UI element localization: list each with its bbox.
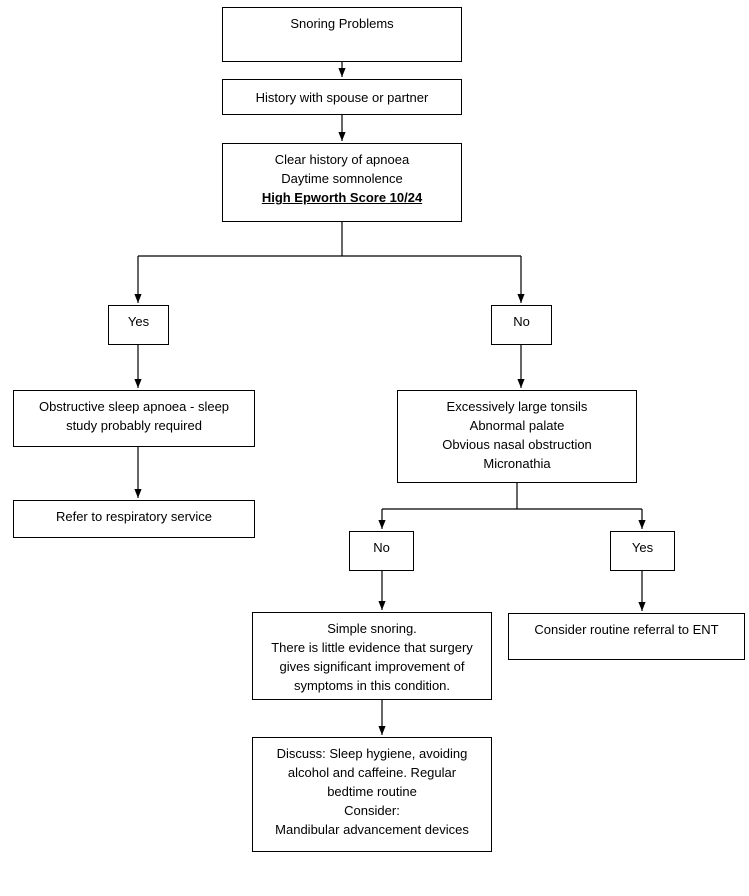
node-label: Simple snoring.There is little evidence … [271, 621, 473, 693]
connector-split-to-yes-2-arrowhead [638, 520, 646, 529]
node-decision-no-apnoea: No [491, 305, 552, 345]
node-label: Consider routine referral to ENT [534, 622, 719, 637]
connector-yes1-to-osa-arrowhead [134, 379, 142, 388]
node-simple-snoring: Simple snoring.There is little evidence … [252, 612, 492, 700]
node-label: Yes [127, 314, 150, 329]
node-decision-no-findings: No [349, 531, 414, 571]
node-snoring-problems: Snoring Problems [222, 7, 462, 62]
connector-split-to-no-2-arrowhead [378, 520, 386, 529]
node-label: Yes [631, 540, 654, 555]
node-label: History with spouse or partner [255, 89, 429, 105]
connector-osa-to-refer-arrowhead [134, 489, 142, 498]
node-decision-yes-apnoea: Yes [108, 305, 169, 345]
connector-no2-to-simple-snoring-arrowhead [378, 601, 386, 610]
connector-simple-snoring-to-discuss-arrowhead [378, 726, 386, 735]
node-label: No [513, 314, 530, 329]
node-history-with-spouse: History with spouse or partner [222, 79, 462, 115]
node-consider-routine-referral-ent: Consider routine referral to ENT [508, 613, 745, 660]
connector-yes2-to-consider-ent-arrowhead [638, 602, 646, 611]
node-decision-yes-findings: Yes [610, 531, 675, 571]
connector-no1-to-findings-arrowhead [517, 379, 525, 388]
emphasised-line: High Epworth Score 10/24 [261, 190, 423, 205]
connector-history-to-clear-history-arrowhead [338, 132, 346, 141]
connector-split-to-yes-1-arrowhead [134, 294, 142, 303]
connector-snoring-to-history-arrowhead [338, 68, 346, 77]
node-label: No [373, 540, 390, 555]
connector-split-to-no-1-arrowhead [517, 294, 525, 303]
node-label: Snoring Problems [290, 16, 394, 31]
node-label: Refer to respiratory service [55, 509, 213, 524]
node-refer-to-respiratory-service: Refer to respiratory service [13, 500, 255, 538]
